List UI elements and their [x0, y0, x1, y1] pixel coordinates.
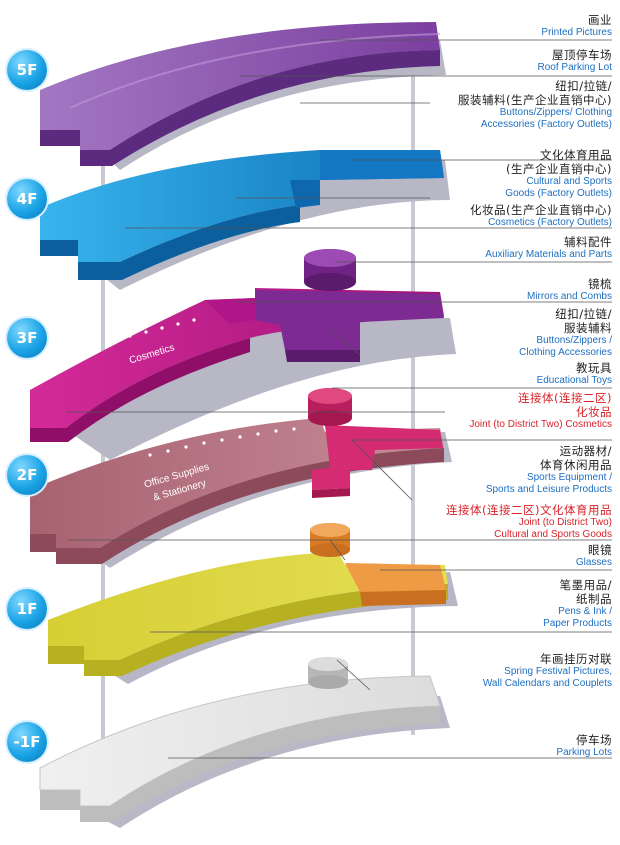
label-en: Educational Toys — [536, 375, 612, 386]
label-en2: Wall Calendars and Couplets — [482, 678, 612, 689]
label-en: Spring Festival Pictures, — [504, 666, 612, 677]
label-en: Cosmetics (Factory Outlets) — [488, 217, 612, 228]
label-en2: Sports and Leisure Products — [485, 484, 612, 495]
label-en: Printed Pictures — [541, 27, 612, 38]
floor-5-plate — [40, 22, 446, 170]
plate-dots — [128, 318, 296, 457]
floor-badge-2f: 2F — [7, 455, 47, 495]
label-cn: 化妆品(生产企业直销中心) — [470, 203, 612, 217]
label-cn: 教玩具 — [576, 361, 612, 375]
label-cn: 纽扣/拉链/ — [555, 307, 612, 321]
label-cn: 连接体(连接二区)文化体育用品 — [446, 503, 612, 517]
label-en: Mirrors and Combs — [526, 291, 612, 302]
label-cn: 纽扣/拉链/ — [555, 79, 612, 93]
label-en: Buttons/Zippers/ Clothing — [499, 107, 612, 118]
label-cn2: 体育休闲用品 — [540, 458, 612, 472]
floor-badge-3f: 3F — [7, 318, 47, 358]
label-buttons-accessories: 纽扣/拉链/ 服装辅料 Buttons/Zippers / Clothing A… — [519, 307, 612, 359]
label-roof-parking: 屋顶停车场 Roof Parking Lot — [538, 48, 613, 74]
label-cn: 画业 — [588, 13, 612, 27]
label-cn: 年画挂历对联 — [540, 652, 612, 666]
label-cn: 屋顶停车场 — [552, 48, 612, 62]
label-spring-festival: 年画挂历对联 Spring Festival Pictures, Wall Ca… — [483, 652, 612, 690]
label-joint-cultural: 连接体(连接二区)文化体育用品 Joint (to District Two) … — [446, 503, 612, 541]
floor-badge-minus1f: -1F — [7, 722, 47, 762]
label-en: Roof Parking Lot — [537, 62, 613, 73]
label-en2: Accessories (Factory Outlets) — [480, 119, 612, 130]
label-glasses: 眼镜 Glasses — [576, 543, 612, 569]
floor-3-plate — [30, 249, 456, 460]
label-cn: 运动器材/ — [559, 444, 612, 458]
label-cultural-outlets: 文化体育用品 (生产企业直销中心) Cultural and Sports Go… — [505, 148, 612, 200]
label-en: Auxiliary Materials and Parts — [485, 249, 612, 260]
label-buttons-outlets: 纽扣/拉链/ 服装辅料(生产企业直销中心) Buttons/Zippers/ C… — [458, 79, 612, 131]
label-cn: 笔墨用品/ — [559, 578, 612, 592]
label-en: Pens & Ink / — [558, 606, 612, 617]
label-en: Parking Lots — [556, 747, 612, 758]
floor-4-plate — [40, 150, 450, 290]
label-cn: 停车场 — [576, 733, 612, 747]
label-cn2: (生产企业直销中心) — [506, 162, 612, 176]
label-joint-cosmetics: 连接体(连接二区) 化妆品 Joint (to District Two) Co… — [469, 391, 612, 431]
label-cn: 文化体育用品 — [540, 148, 612, 162]
label-cn: 镜梳 — [588, 277, 612, 291]
label-en: Sports Equipment / — [526, 472, 612, 483]
label-en: Joint (to District Two) — [518, 517, 612, 528]
label-cn2: 服装辅料(生产企业直销中心) — [458, 93, 612, 107]
label-cosmetics-outlets: 化妆品(生产企业直销中心) Cosmetics (Factory Outlets… — [470, 203, 612, 229]
floor-badge-5f: 5F — [7, 50, 47, 90]
label-en: Glasses — [575, 557, 612, 568]
label-cn2: 化妆品 — [576, 405, 612, 419]
label-parking-lots: 停车场 Parking Lots — [556, 733, 612, 759]
label-educational-toys: 教玩具 Educational Toys — [537, 361, 612, 387]
label-en: Buttons/Zippers / — [536, 335, 612, 346]
label-pens-paper: 笔墨用品/ 纸制品 Pens & Ink / Paper Products — [543, 578, 612, 630]
floor-badge-4f: 4F — [7, 179, 47, 219]
label-cn: 辅料配件 — [564, 235, 612, 249]
leader-lines — [66, 39, 612, 759]
label-cn2: 服装辅料 — [564, 321, 612, 335]
label-en2: Cultural and Sports Goods — [494, 529, 612, 540]
label-printed-pictures: 画业 Printed Pictures — [541, 13, 612, 39]
label-cn: 连接体(连接二区) — [518, 391, 612, 405]
label-en2: Paper Products — [543, 618, 612, 629]
floor-badge-1f: 1F — [7, 589, 47, 629]
label-cn2: 纸制品 — [576, 592, 612, 606]
label-mirrors-combs: 镜梳 Mirrors and Combs — [527, 277, 612, 303]
label-en2: Goods (Factory Outlets) — [505, 188, 612, 199]
label-en: Cultural and Sports — [526, 176, 612, 187]
label-cn: 眼镜 — [588, 543, 612, 557]
label-en: Joint (to District Two) Cosmetics — [469, 419, 612, 430]
label-en2: Clothing Accessories — [519, 347, 612, 358]
label-auxiliary: 辅料配件 Auxiliary Materials and Parts — [485, 235, 612, 261]
label-sports-equipment: 运动器材/ 体育休闲用品 Sports Equipment / Sports a… — [486, 444, 612, 496]
floor-2-plate — [30, 388, 452, 568]
